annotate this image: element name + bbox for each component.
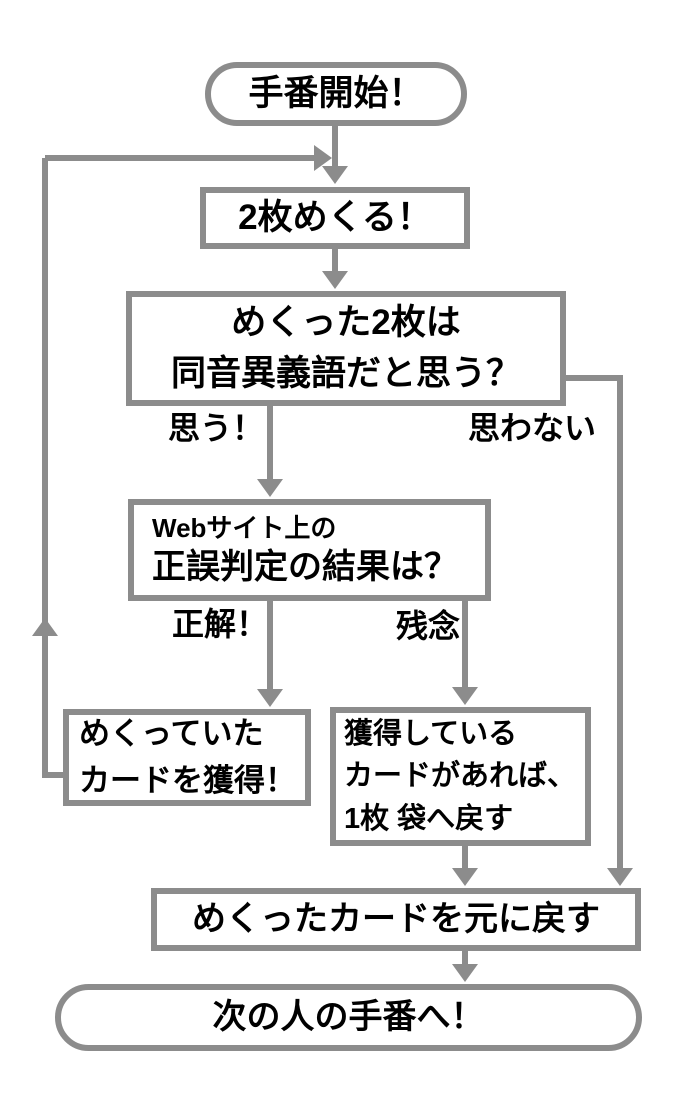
start-node: 手番開始！ <box>205 62 467 126</box>
edge-label-incorrect: 残念 <box>396 608 461 644</box>
gain-cards-node: めくっていた カードを獲得！ <box>63 709 311 806</box>
edge-label-think-yes: 思う！ <box>168 410 265 446</box>
arrowhead-icon <box>322 166 348 184</box>
website-judgement-line1: Webサイト上の <box>152 513 337 544</box>
homophone-question-node: めくった2枚は 同音異義語だと思う？ <box>126 291 566 406</box>
put-cards-back-label: めくったカードを元に戻す <box>192 899 600 938</box>
gain-cards-line2: カードを獲得！ <box>79 762 296 798</box>
put-cards-back-node: めくったカードを元に戻す <box>151 888 641 951</box>
homophone-question-line2: 同音異義語だと思う？ <box>170 353 521 393</box>
flip-two-cards-node: 2枚めくる！ <box>200 187 470 249</box>
website-judgement-line2: 正誤判定の結果は？ <box>152 548 458 587</box>
arrowhead-icon <box>452 868 478 886</box>
flip-two-cards-label: 2枚めくる！ <box>238 197 432 237</box>
edge-question-to-putback <box>566 375 623 868</box>
arrowhead-icon <box>322 271 348 289</box>
arrowhead-icon <box>607 868 633 886</box>
gain-cards-line1: めくっていた <box>79 716 264 751</box>
return-to-bag-line1: 獲得している <box>344 718 518 751</box>
return-to-bag-line2: カードがあれば、 <box>344 760 577 793</box>
return-to-bag-node: 獲得している カードがあれば、 1枚 袋へ戻す <box>330 707 591 846</box>
arrowhead-icon <box>314 145 332 171</box>
next-turn-node: 次の人の手番へ！ <box>55 984 642 1051</box>
arrowhead-icon <box>452 687 478 705</box>
edge-loop-left <box>42 158 63 778</box>
next-turn-label: 次の人の手番へ！ <box>212 997 485 1036</box>
arrowhead-icon <box>257 689 283 707</box>
start-node-label: 手番開始！ <box>248 73 424 113</box>
edge-label-think-no: 思わない <box>468 410 597 446</box>
arrowhead-icon <box>452 964 478 982</box>
edge-label-correct: 正解！ <box>172 606 269 642</box>
arrowhead-icon <box>257 479 283 497</box>
website-judgement-node: Webサイト上の 正誤判定の結果は？ <box>128 499 491 601</box>
homophone-question-line1: めくった2枚は <box>231 302 461 342</box>
return-to-bag-line3: 1枚 袋へ戻す <box>344 802 514 835</box>
arrowhead-icon <box>32 618 58 636</box>
